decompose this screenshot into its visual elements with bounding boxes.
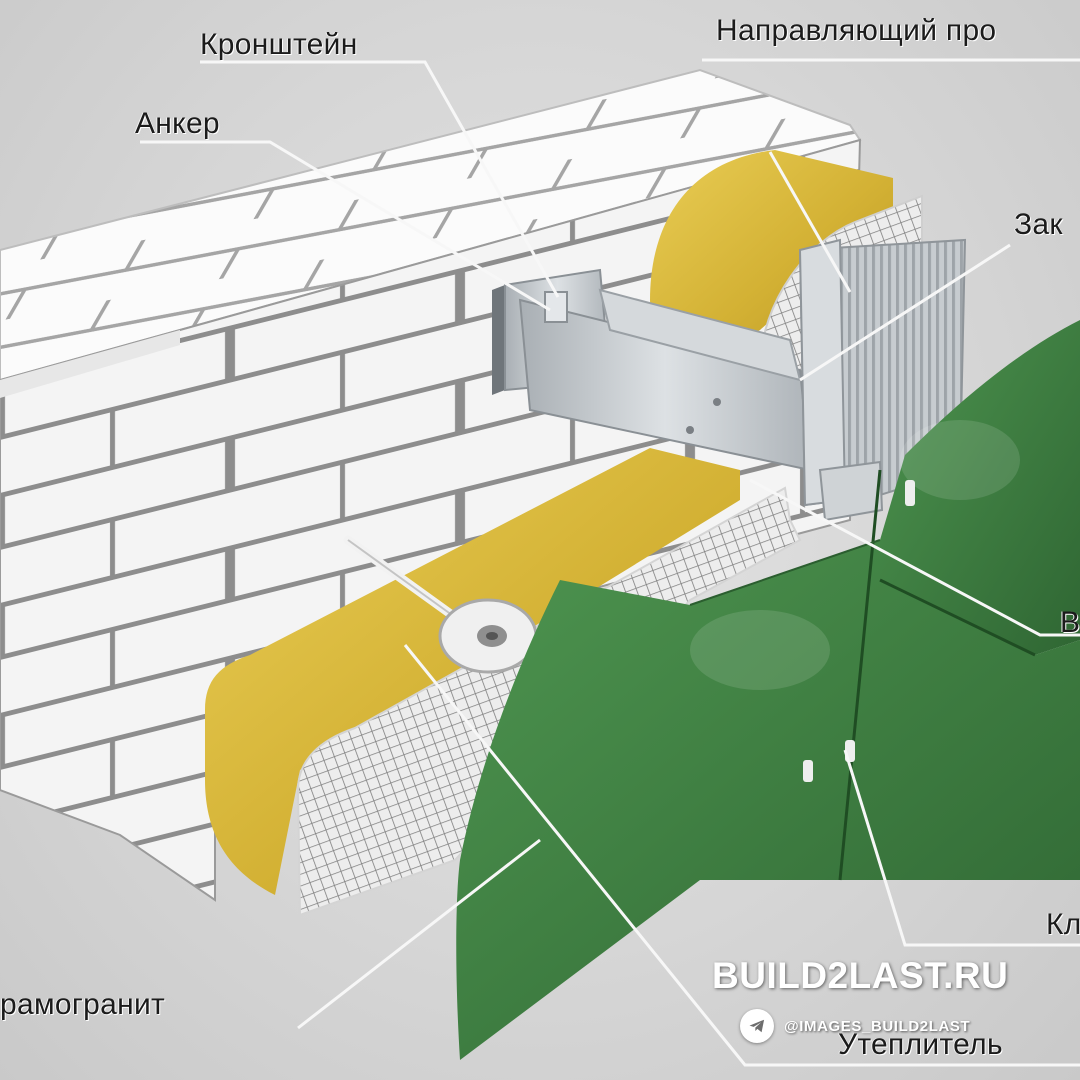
watermark-handle: @IMAGES_BUILD2LAST [740, 1009, 970, 1043]
telegram-icon [740, 1009, 774, 1043]
label-porcelain: рамогранит [0, 988, 166, 1021]
label-clamp: Кл [1046, 908, 1080, 941]
label-guide-profile: Направляющий про [716, 14, 997, 47]
label-v: В [1060, 606, 1080, 639]
label-kronshtein: Кронштейн [200, 28, 358, 61]
leader-lines [140, 58, 1080, 1067]
label-insulation: Утеплитель [838, 1028, 1003, 1061]
watermark-site: BUILD2LAST.RU [712, 955, 1009, 996]
insulation-dowel [343, 535, 538, 674]
facade-panels [456, 320, 1080, 1060]
label-anchor: Анкер [135, 107, 220, 140]
watermark-handle-text: @IMAGES_BUILD2LAST [784, 1017, 971, 1035]
label-fastener: Зак [1014, 208, 1063, 241]
